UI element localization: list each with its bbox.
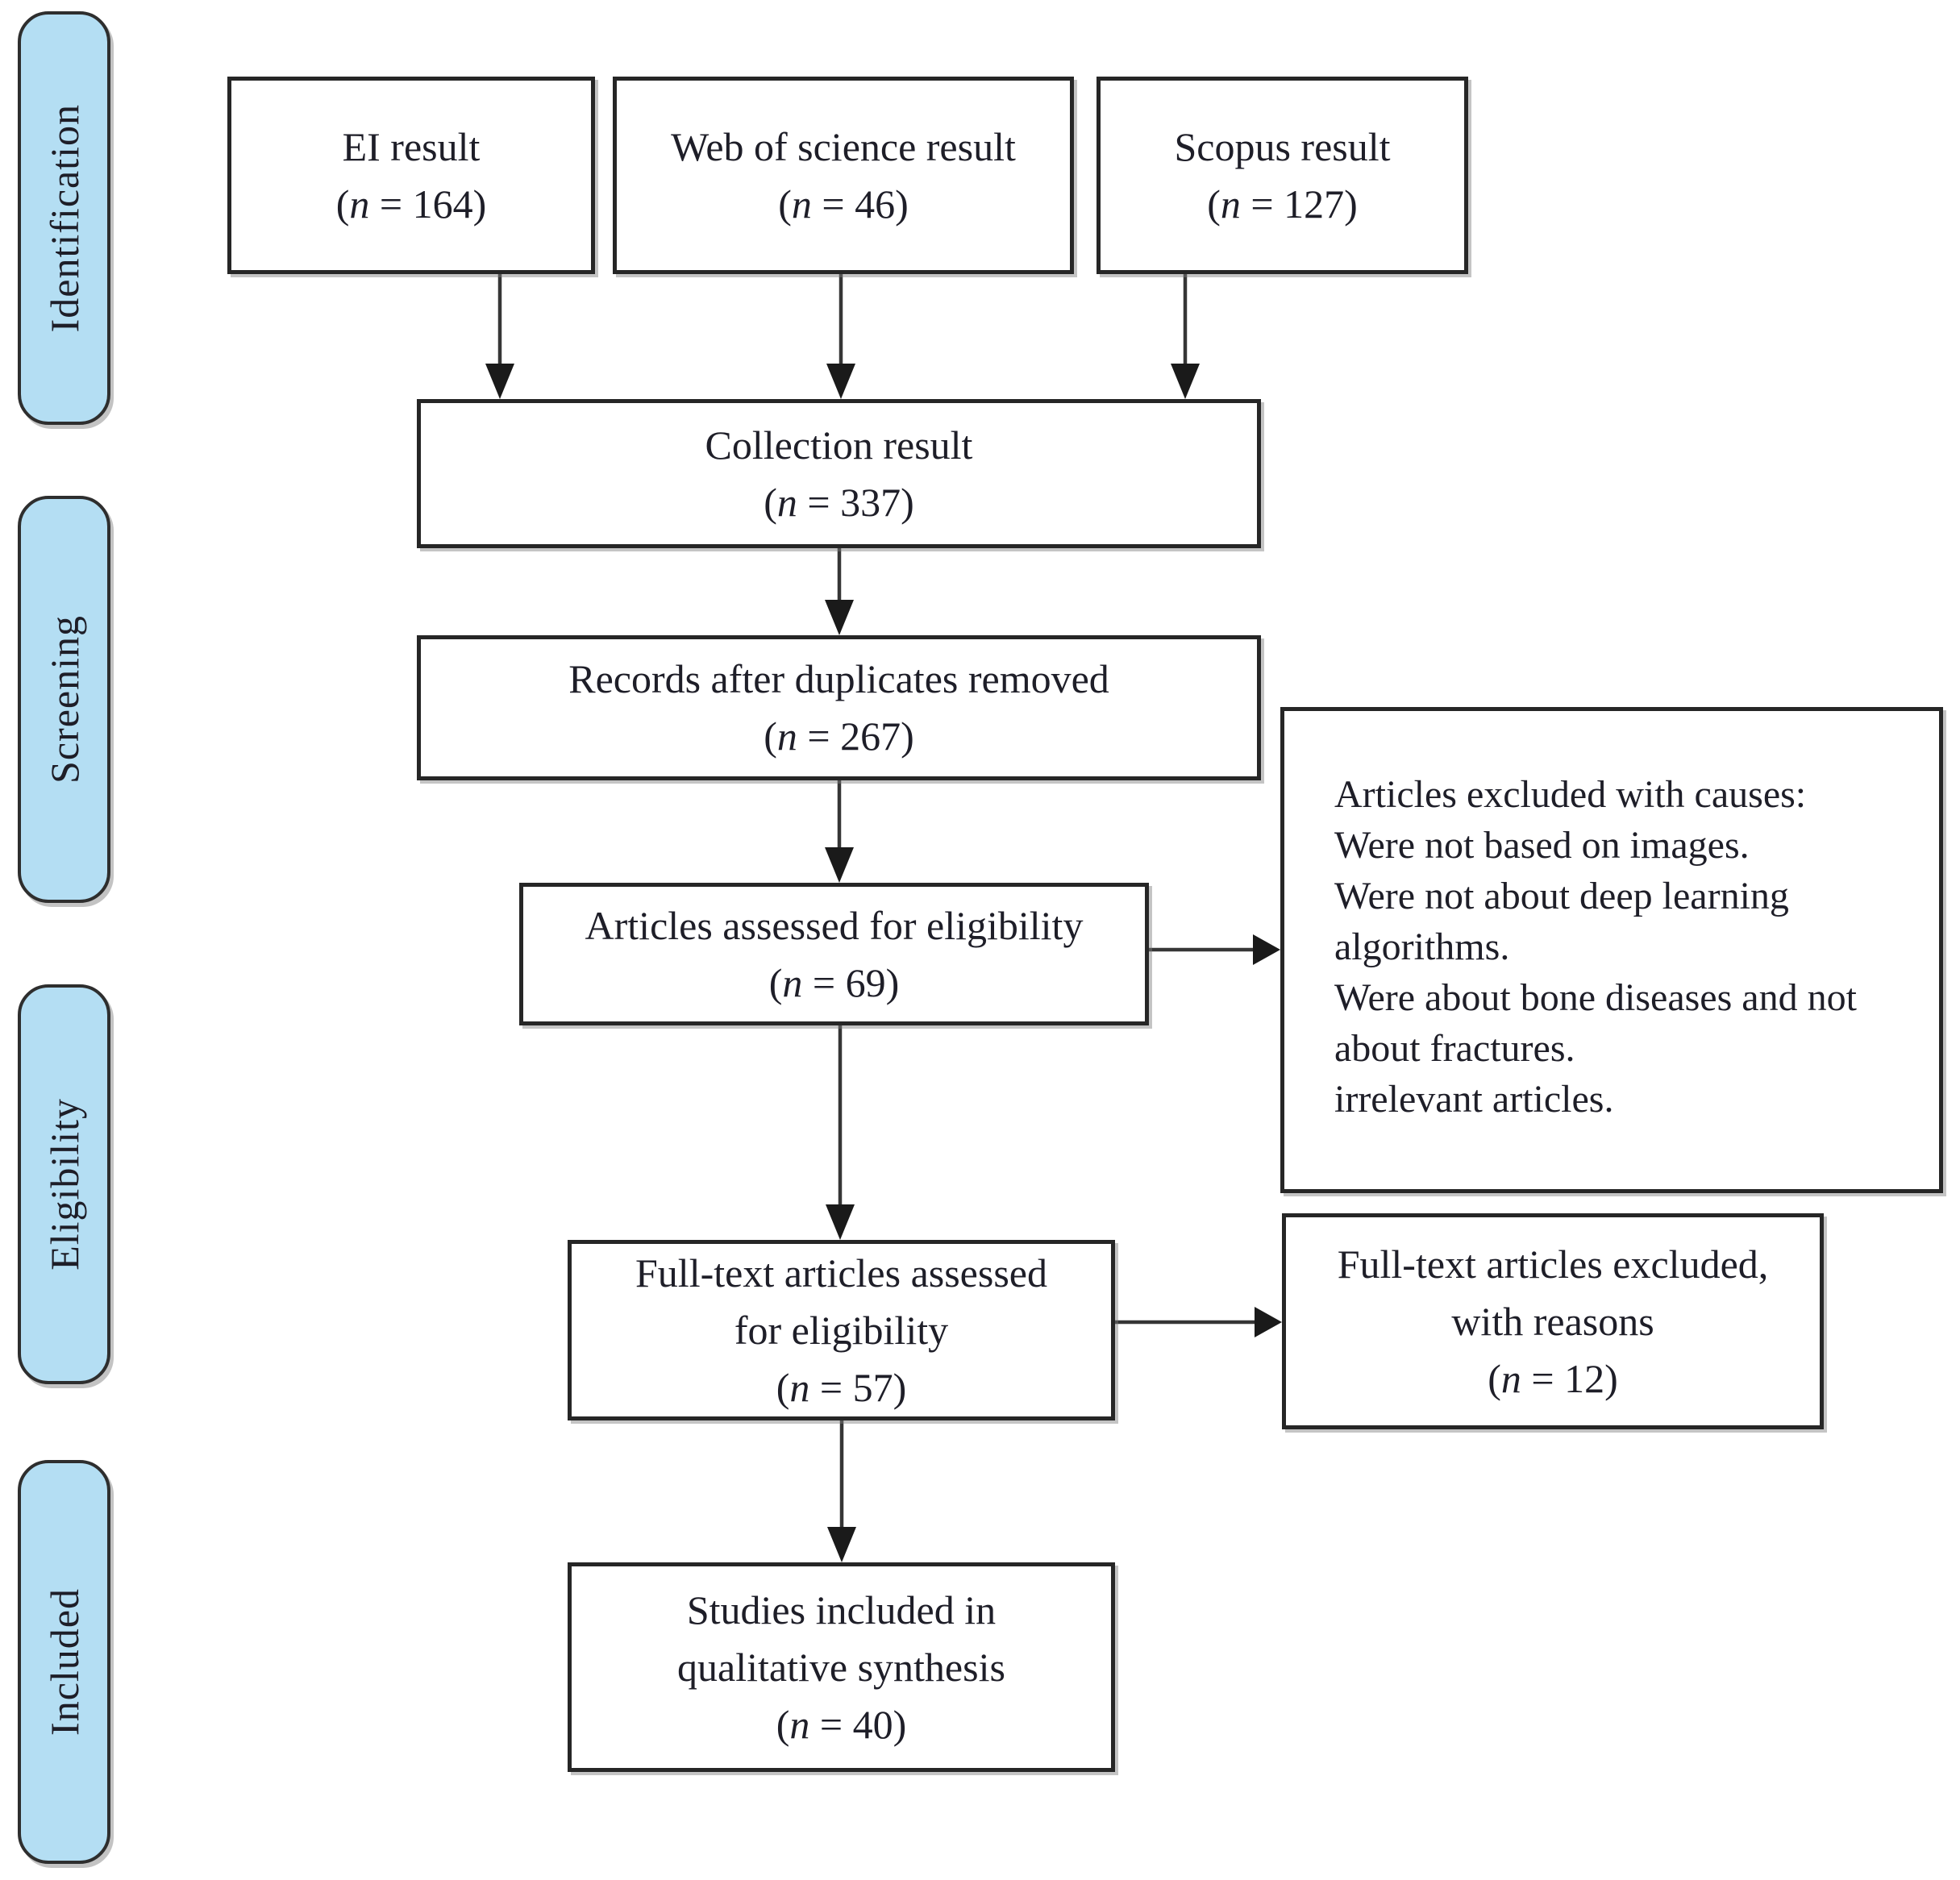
node-records-count: (n = 267) xyxy=(764,713,914,759)
node-articles-assessed-title: Articles assessed for eligibility xyxy=(585,902,1084,948)
stage-eligibility: Eligibility xyxy=(18,984,110,1384)
node-fulltext-excluded-title-1: Full-text articles excluded, xyxy=(1337,1241,1769,1287)
stage-included-label: Included xyxy=(41,1588,87,1736)
causes-line-3: Were not about deep learning xyxy=(1334,875,1789,917)
arrow-articles-to-fulltext xyxy=(826,1025,855,1240)
node-fulltext-assessed-title-2: for eligibility xyxy=(734,1307,949,1353)
arrow-scopus-to-collection xyxy=(1171,274,1200,399)
causes-line-1: Articles excluded with causes: xyxy=(1334,773,1807,816)
node-studies-included-count: (n = 40) xyxy=(776,1701,907,1747)
node-collection-count: (n = 337) xyxy=(764,479,914,525)
arrow-collection-to-records xyxy=(825,548,854,635)
node-web-of-science-count: (n = 46) xyxy=(778,181,909,227)
stage-included: Included xyxy=(18,1460,110,1864)
causes-line-2: Were not based on images. xyxy=(1334,824,1750,867)
node-fulltext-excluded-count: (n = 12) xyxy=(1488,1355,1618,1401)
causes-line-7: irrelevant articles. xyxy=(1334,1078,1614,1121)
stage-screening-label: Screening xyxy=(41,615,87,784)
node-fulltext-assessed-count: (n = 57) xyxy=(776,1364,907,1410)
node-articles-assessed: Articles assessed for eligibility (n = 6… xyxy=(519,883,1149,1025)
stage-screening: Screening xyxy=(18,496,110,903)
node-web-of-science-title: Web of science result xyxy=(671,123,1016,169)
node-articles-assessed-count: (n = 69) xyxy=(768,959,900,1005)
node-fulltext-excluded: Full-text articles excluded, with reason… xyxy=(1282,1213,1824,1429)
node-fulltext-assessed: Full-text articles assessed for eligibil… xyxy=(568,1240,1115,1420)
node-collection-result: Collection result (n = 337) xyxy=(417,399,1261,548)
node-records-title: Records after duplicates removed xyxy=(568,656,1109,701)
arrow-articles-to-causes xyxy=(1149,934,1280,965)
causes-line-5: Were about bone diseases and not xyxy=(1334,976,1857,1019)
node-scopus-title: Scopus result xyxy=(1174,123,1391,169)
node-web-of-science-result: Web of science result (n = 46) xyxy=(613,77,1074,274)
node-ei-result: EI result (n = 164) xyxy=(227,77,595,274)
stage-identification-label: Identification xyxy=(41,103,87,333)
node-scopus-count: (n = 127) xyxy=(1207,181,1358,227)
arrow-wos-to-collection xyxy=(826,274,855,399)
causes-line-4: algorithms. xyxy=(1334,925,1510,968)
stage-eligibility-label: Eligibility xyxy=(41,1098,87,1271)
arrow-fulltext-to-studies xyxy=(827,1420,856,1562)
node-scopus-result: Scopus result (n = 127) xyxy=(1097,77,1468,274)
node-studies-included: Studies included in qualitative synthesi… xyxy=(568,1562,1115,1772)
node-collection-title: Collection result xyxy=(705,422,973,468)
node-articles-excluded-causes: Articles excluded with causes: Were not … xyxy=(1280,707,1943,1193)
arrow-fulltext-to-ft-excluded xyxy=(1115,1307,1282,1337)
node-fulltext-excluded-title-2: with reasons xyxy=(1451,1298,1654,1344)
node-fulltext-assessed-title-1: Full-text articles assessed xyxy=(635,1250,1047,1296)
node-ei-result-title: EI result xyxy=(342,123,481,169)
node-ei-result-count: (n = 164) xyxy=(335,181,487,227)
causes-line-6: about fractures. xyxy=(1334,1027,1575,1070)
node-studies-included-title-1: Studies included in xyxy=(686,1587,997,1633)
stage-identification: Identification xyxy=(18,11,110,425)
node-studies-included-title-2: qualitative synthesis xyxy=(677,1644,1005,1690)
arrow-ei-to-collection xyxy=(485,274,514,399)
node-records-after-duplicates: Records after duplicates removed (n = 26… xyxy=(417,635,1261,780)
arrow-records-to-articles xyxy=(825,780,854,883)
